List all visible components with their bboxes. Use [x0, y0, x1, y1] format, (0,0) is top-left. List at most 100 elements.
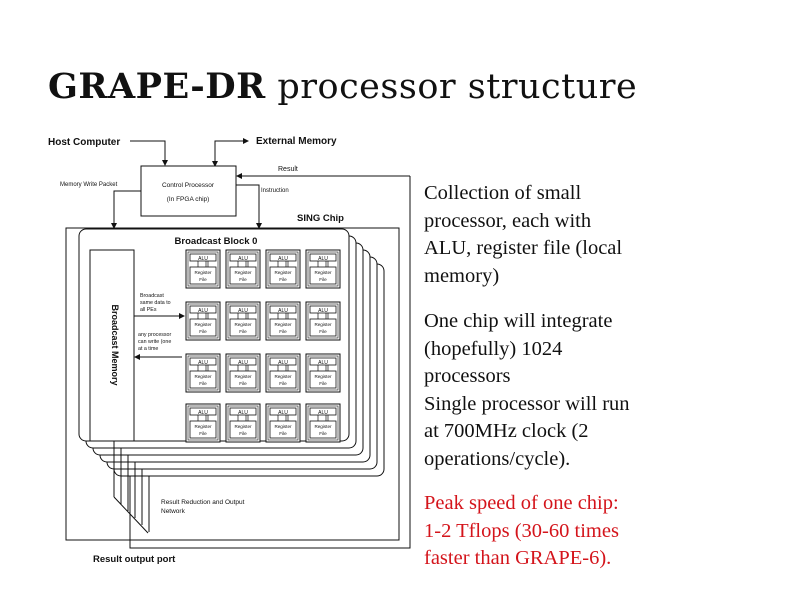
register-file-box — [309, 370, 337, 389]
alu-box — [229, 253, 257, 262]
pe-inner-box — [267, 303, 299, 339]
alu-box — [189, 305, 217, 314]
register-file-box — [309, 420, 337, 439]
register-file-box — [269, 370, 297, 389]
register-file-label-line1: Register — [314, 322, 332, 327]
pe-inner-box — [267, 251, 299, 287]
register-file-label-line2: File — [199, 381, 207, 386]
register-file-label-line1: Register — [234, 424, 252, 429]
register-file-label-line2: File — [319, 277, 327, 282]
broadcast-block-label: Broadcast Block 0 — [175, 236, 258, 247]
register-file-box — [229, 318, 257, 337]
reduction-network-lines — [113, 441, 150, 534]
alu-label: ALU — [278, 360, 288, 366]
alu-label: ALU — [278, 256, 288, 262]
register-file-label-line1: Register — [194, 270, 212, 275]
bullet-collection: Collection of small processor, each with… — [424, 180, 622, 290]
alu-label: ALU — [318, 360, 328, 366]
memory-write-packet-arrow — [111, 190, 141, 229]
register-file-label-line1: Register — [234, 270, 252, 275]
alu-label: ALU — [318, 256, 328, 262]
broadcast-note-line2: same data to — [140, 300, 171, 306]
bullet-2-line-1: One chip will integrate — [424, 310, 613, 332]
register-file-label-line1: Register — [234, 374, 252, 379]
register-file-label-line2: File — [279, 329, 287, 334]
register-file-label-line2: File — [319, 431, 327, 436]
slide-title: GRAPE-DR processor structure — [48, 66, 637, 107]
alu-label: ALU — [318, 308, 328, 314]
pe-inner-box — [267, 405, 299, 441]
register-file-label-line1: Register — [274, 270, 292, 275]
pe-inner-box — [307, 251, 339, 287]
pe-inner-box — [307, 303, 339, 339]
register-file-label-line2: File — [199, 277, 207, 282]
register-file-box — [229, 420, 257, 439]
pe-inner-box — [307, 355, 339, 391]
pe-inner-box — [187, 303, 219, 339]
host-computer-label: Host Computer — [48, 137, 120, 148]
alu-label: ALU — [198, 256, 208, 262]
pe-inner-box — [227, 251, 259, 287]
alu-box — [229, 407, 257, 416]
broadcast-memory-label: Broadcast Memory — [110, 304, 120, 385]
control-processor-box — [140, 165, 237, 217]
register-file-label-line1: Register — [274, 424, 292, 429]
register-file-label-line2: File — [239, 277, 247, 282]
bullet-3-line-2: 1-2 Tflops (30-60 times — [424, 519, 619, 542]
bullet-2-line-3: processors — [424, 365, 511, 387]
sing-chip-box — [65, 227, 400, 541]
alu-box — [189, 407, 217, 416]
pe-inner-box — [307, 405, 339, 441]
alu-label: ALU — [198, 308, 208, 314]
broadcast-memory-box — [89, 249, 135, 442]
register-file-label-line2: File — [279, 277, 287, 282]
write-note-line2: can write (one — [138, 339, 171, 345]
bullet-1-line-4: memory) — [424, 264, 500, 287]
register-file-label-line1: Register — [234, 322, 252, 327]
alu-label: ALU — [198, 360, 208, 366]
result-output-route — [129, 176, 411, 549]
pe-grid: ALURegisterFileALURegisterFileALURegiste… — [185, 249, 341, 443]
control-processor-label: Control Processor — [162, 182, 215, 189]
register-file-label-line2: File — [319, 329, 327, 334]
alu-box — [309, 305, 337, 314]
register-file-box — [269, 266, 297, 285]
bullet-integration: One chip will integrate (hopefully) 1024… — [424, 308, 630, 473]
control-processor-sublabel: (In FPGA chip) — [167, 196, 210, 203]
broadcast-note-line1: Broadcast — [140, 293, 164, 299]
write-note-line1: any processor — [138, 332, 172, 338]
alu-box — [189, 357, 217, 366]
alu-box — [189, 253, 217, 262]
alu-label: ALU — [238, 360, 248, 366]
alu-label: ALU — [238, 308, 248, 314]
register-file-box — [189, 266, 217, 285]
alu-label: ALU — [278, 308, 288, 314]
bullet-peak-speed: Peak speed of one chip: 1-2 Tflops (30-6… — [424, 490, 619, 573]
register-file-label-line2: File — [239, 329, 247, 334]
register-file-label-line2: File — [199, 431, 207, 436]
reduction-merge-line — [113, 496, 149, 534]
register-file-label-line2: File — [279, 381, 287, 386]
result-label: Result — [278, 166, 298, 173]
external-memory-label: External Memory — [256, 136, 337, 147]
memory-write-packet-label: Memory Write Packet — [60, 182, 118, 188]
register-file-label-line1: Register — [274, 322, 292, 327]
register-file-box — [309, 318, 337, 337]
bullet-2-line-6: operations/cycle). — [424, 447, 571, 470]
reduction-network-label-line1: Result Reduction and Output — [161, 499, 245, 506]
bullet-2-line-2: (hopefully) 1024 — [424, 337, 563, 360]
instruction-label: Instruction — [261, 188, 289, 194]
